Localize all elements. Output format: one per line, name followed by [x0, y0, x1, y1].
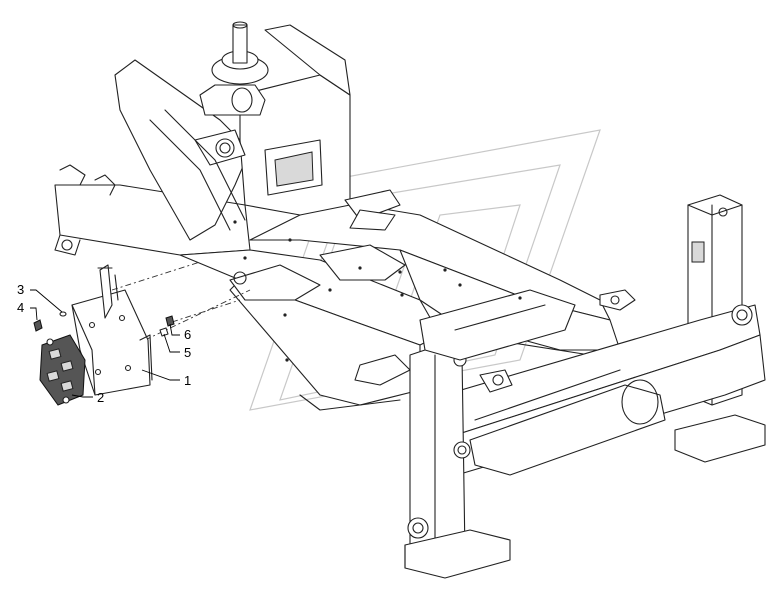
- callout-label-5: 5: [184, 345, 191, 360]
- mounting-bracket: [71, 264, 153, 396]
- callout-label-2: 2: [97, 390, 104, 405]
- valve-block: [39, 334, 86, 406]
- callout-label-6: 6: [184, 327, 191, 342]
- callout-label-1: 1: [184, 373, 191, 388]
- fasteners: [33, 311, 175, 337]
- callout-label-4: 4: [17, 300, 24, 315]
- main-frame: [54, 21, 766, 579]
- callout-label-3: 3: [17, 282, 24, 297]
- callout-leaders: [30, 289, 180, 398]
